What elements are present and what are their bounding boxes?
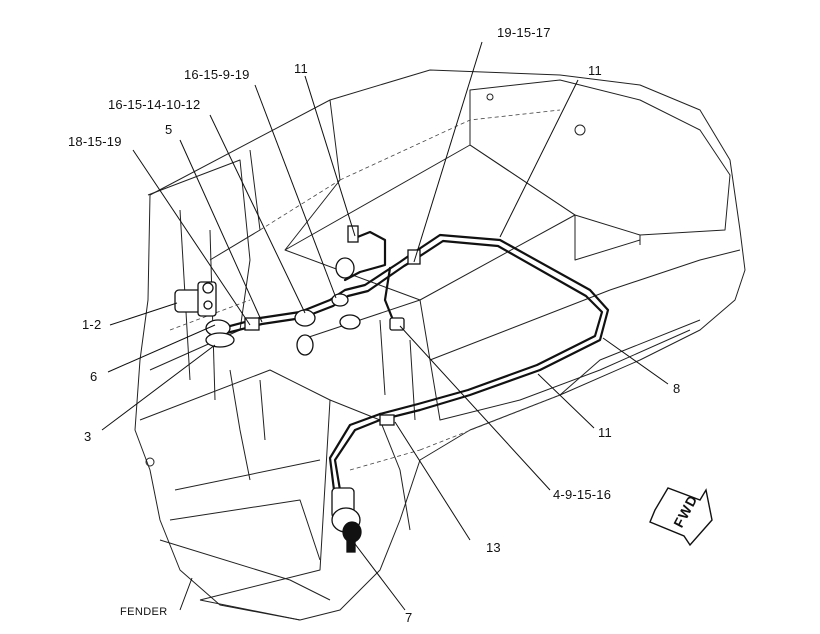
components (174, 225, 421, 553)
callout-3: 3 (84, 429, 92, 444)
callout-18-15-19: 18-15-19 (68, 134, 122, 149)
callout-16-15-9-19: 16-15-9-19 (184, 67, 250, 82)
callout-4-9-15-16: 4-9-15-16 (553, 487, 612, 502)
callout-1-2: 1-2 (82, 317, 102, 332)
callout-11-right: 11 (598, 425, 612, 440)
callout-11-top-right: 11 (588, 63, 602, 78)
callout-19-15-17: 19-15-17 (497, 25, 551, 40)
callout-7: 7 (405, 610, 413, 625)
callout-11-top: 11 (294, 61, 308, 76)
callout-16-15-14-10-12: 16-15-14-10-12 (108, 97, 201, 112)
callout-5: 5 (165, 122, 173, 137)
callout-8: 8 (673, 381, 681, 396)
callout-6: 6 (90, 369, 98, 384)
fender-label: FENDER (120, 606, 168, 618)
callout-13: 13 (486, 540, 501, 555)
leader-lines (101, 41, 669, 611)
fwd-arrow (649, 487, 713, 547)
